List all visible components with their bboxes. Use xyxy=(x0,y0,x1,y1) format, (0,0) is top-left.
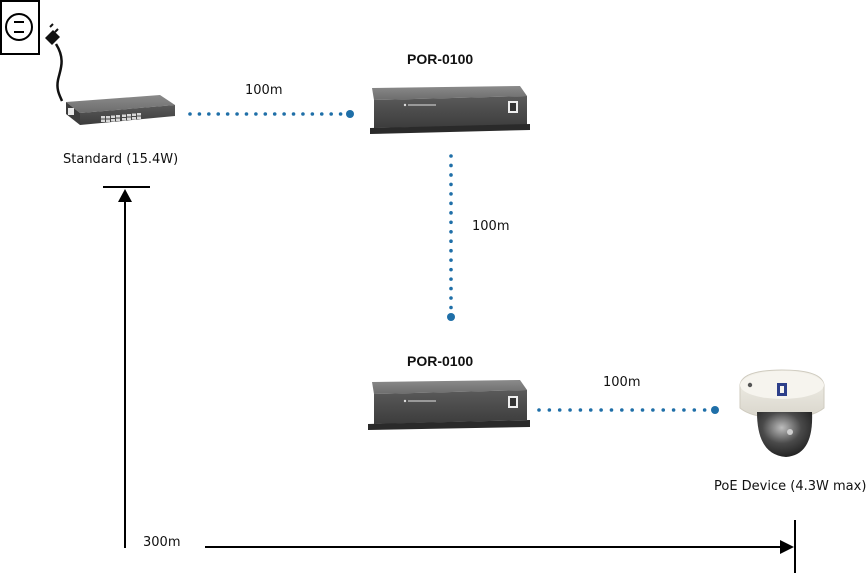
link-dot xyxy=(225,112,230,116)
link-dot xyxy=(702,408,707,412)
link-dot xyxy=(449,211,453,215)
link-dot xyxy=(449,182,453,187)
link-dot xyxy=(568,408,572,412)
link-endpoint-dot xyxy=(346,110,354,118)
link-dot xyxy=(449,192,453,196)
link-dot xyxy=(254,112,258,116)
link-dot xyxy=(329,112,333,116)
link-dot xyxy=(547,408,552,412)
repeater-2-icon xyxy=(368,380,530,430)
link-dot xyxy=(338,112,343,116)
repeater-1-icon xyxy=(370,86,530,134)
link-switch-to-repeater-1 xyxy=(188,110,354,118)
horizontal-distance-arrow xyxy=(205,520,796,573)
link-dot xyxy=(449,248,453,253)
link-dot xyxy=(449,201,453,206)
link-dot xyxy=(671,408,676,412)
link-dot xyxy=(449,286,453,291)
link-dot xyxy=(449,229,453,234)
power-plug-icon xyxy=(45,23,64,102)
link-endpoint-dot xyxy=(447,313,455,321)
segment-2-label: 100m xyxy=(472,219,510,234)
vertical-distance-arrow xyxy=(103,186,150,548)
link-dot xyxy=(630,408,634,412)
link-dot xyxy=(557,408,562,412)
link-dot xyxy=(661,408,666,412)
repeater-2-title: POR-0100 xyxy=(407,353,474,369)
dome-camera-icon xyxy=(739,369,825,457)
link-dot xyxy=(282,112,286,116)
link-dot xyxy=(216,112,221,116)
link-endpoint-dot xyxy=(711,406,719,414)
link-dot xyxy=(272,112,277,116)
link-dot xyxy=(692,408,697,412)
link-dot xyxy=(599,408,603,412)
link-dot xyxy=(449,163,453,168)
link-dot xyxy=(449,277,453,281)
link-dot xyxy=(651,408,655,412)
segment-3-label: 100m xyxy=(603,375,641,390)
total-distance-label: 300m xyxy=(143,535,181,550)
link-repeater-2-to-device xyxy=(537,406,719,414)
link-dot xyxy=(449,296,453,300)
link-dot xyxy=(197,112,202,116)
link-dot xyxy=(263,112,268,116)
link-dot xyxy=(449,239,453,244)
link-dot xyxy=(640,408,645,412)
link-dot xyxy=(449,173,453,177)
link-dot xyxy=(537,408,541,412)
link-dot xyxy=(319,112,324,116)
link-dot xyxy=(188,112,192,116)
cable-links xyxy=(188,110,719,414)
link-dot xyxy=(449,258,453,262)
link-dot xyxy=(449,267,453,272)
link-dot xyxy=(449,220,453,225)
link-dot xyxy=(578,408,583,412)
link-dot xyxy=(620,408,624,412)
link-dot xyxy=(207,112,211,116)
link-dot xyxy=(291,112,296,116)
poe-switch-icon xyxy=(66,95,175,125)
link-dot xyxy=(235,112,239,116)
link-dot xyxy=(588,408,593,412)
wall-outlet-icon xyxy=(0,0,40,55)
link-dot xyxy=(244,112,249,116)
link-dot xyxy=(301,112,305,116)
link-dot xyxy=(609,408,614,412)
link-dot xyxy=(449,154,453,158)
link-dot xyxy=(682,408,686,412)
link-repeater-1-to-repeater-2 xyxy=(447,154,455,321)
segment-1-label: 100m xyxy=(245,83,283,98)
target-label: PoE Device (4.3W max) xyxy=(714,479,867,494)
link-dot xyxy=(449,305,453,310)
source-label: Standard (15.4W) xyxy=(63,152,179,167)
repeater-1-title: POR-0100 xyxy=(407,51,474,67)
link-dot xyxy=(310,112,315,116)
